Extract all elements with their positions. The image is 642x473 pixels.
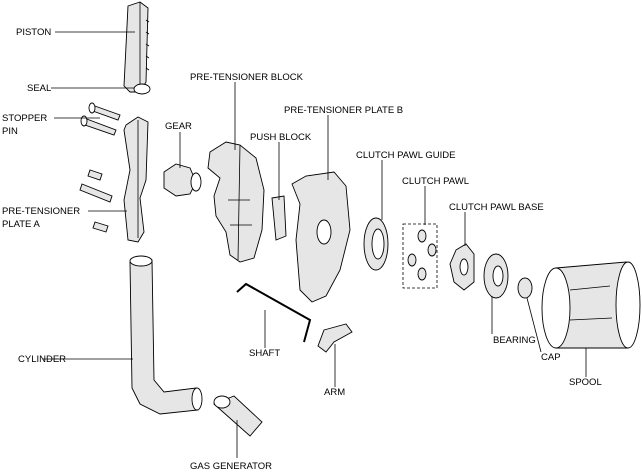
label-shaft: SHAFT <box>249 348 280 359</box>
bearing-part <box>483 253 509 299</box>
stopper-pins-part <box>79 102 121 233</box>
label-seal: SEAL <box>27 83 51 94</box>
label-arm: ARM <box>324 387 345 398</box>
cap-part <box>517 277 533 299</box>
push-block-part <box>271 195 287 241</box>
gas-generator-part <box>213 395 263 437</box>
label-pretensioner-block: PRE-TENSIONER BLOCK <box>190 72 304 83</box>
label-pretensioner-plate-a-line1: PRE-TENSIONER <box>2 206 80 217</box>
cylinder-part <box>129 255 203 415</box>
gear-part <box>163 163 202 197</box>
pretensioner-plate-b-part <box>291 171 351 303</box>
label-push-block: PUSH BLOCK <box>250 132 312 143</box>
pretensioner-block-part <box>207 141 265 263</box>
piston-part <box>123 1 150 93</box>
arm-part <box>317 323 353 353</box>
label-pretensioner-plate-a-line2: PLATE A <box>2 219 41 230</box>
label-piston: PISTON <box>16 27 51 38</box>
label-bearing: BEARING <box>493 335 536 346</box>
label-cap: CAP <box>541 352 561 363</box>
clutch-pawl-part <box>402 223 438 289</box>
label-gas-generator: GAS GENERATOR <box>190 461 272 472</box>
label-stopper-pin-line1: STOPPER <box>2 113 47 124</box>
label-stopper-pin-line2: PIN <box>2 126 18 137</box>
label-pretensioner-plate-b: PRE-TENSIONER PLATE B <box>284 105 403 116</box>
label-gear: GEAR <box>165 121 192 132</box>
label-cylinder: CYLINDER <box>18 354 66 365</box>
pretensioner-plate-a-part <box>123 116 149 243</box>
shaft-part <box>236 282 312 343</box>
clutch-pawl-guide-part <box>363 217 389 271</box>
label-clutch-pawl-base: CLUTCH PAWL BASE <box>449 202 544 213</box>
leader-lines <box>43 31 587 458</box>
label-clutch-pawl: CLUTCH PAWL <box>402 176 469 187</box>
label-clutch-pawl-guide: CLUTCH PAWL GUIDE <box>356 150 455 161</box>
label-spool: SPOOL <box>569 377 602 388</box>
seal-part <box>133 83 151 95</box>
clutch-pawl-base-part <box>449 243 475 291</box>
spool-part <box>541 261 641 349</box>
